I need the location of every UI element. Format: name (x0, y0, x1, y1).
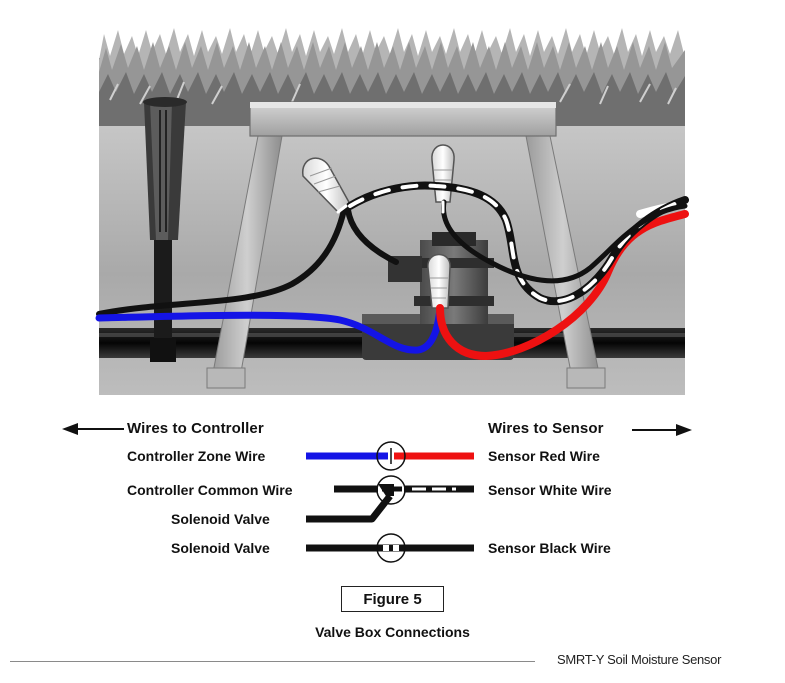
scene-solenoid-wire (345, 207, 399, 265)
figure-caption: Valve Box Connections (315, 624, 470, 640)
scene-sensor-black-wire (441, 199, 688, 284)
legend-heading-sensor: Wires to Sensor (488, 420, 604, 437)
splice-circle-1 (376, 441, 406, 471)
scene-wires (95, 181, 689, 361)
footer-product-name: SMRT-Y Soil Moisture Sensor (557, 652, 722, 667)
wire-nut-valve (427, 253, 451, 309)
splice-circle-3 (376, 533, 406, 563)
label-solenoid-valve-2: Solenoid Valve (171, 540, 270, 556)
scene-sensor-red-wire (436, 210, 689, 361)
figure-number: Figure 5 (341, 586, 444, 612)
label-controller-zone-wire: Controller Zone Wire (127, 448, 266, 464)
wire-nut-left (302, 157, 351, 213)
grass (99, 28, 685, 128)
label-solenoid-valve-1: Solenoid Valve (171, 511, 270, 527)
scene-zone-wire (95, 304, 444, 354)
scene-common-wire (96, 207, 347, 317)
footer-rule (10, 661, 535, 662)
legend-arrows (62, 423, 692, 436)
legend-heading-controller: Wires to Controller (127, 420, 264, 437)
legend-wires (306, 441, 474, 563)
wire-nut-center (431, 144, 455, 203)
splice-circle-2 (376, 475, 406, 505)
label-sensor-red-wire: Sensor Red Wire (488, 448, 600, 464)
label-sensor-white-wire: Sensor White Wire (488, 482, 612, 498)
label-sensor-black-wire: Sensor Black Wire (488, 540, 611, 556)
legend-solenoid-wire-sample (306, 493, 393, 523)
sprinkler-riser (143, 97, 187, 362)
label-controller-common-wire: Controller Common Wire (127, 482, 293, 498)
